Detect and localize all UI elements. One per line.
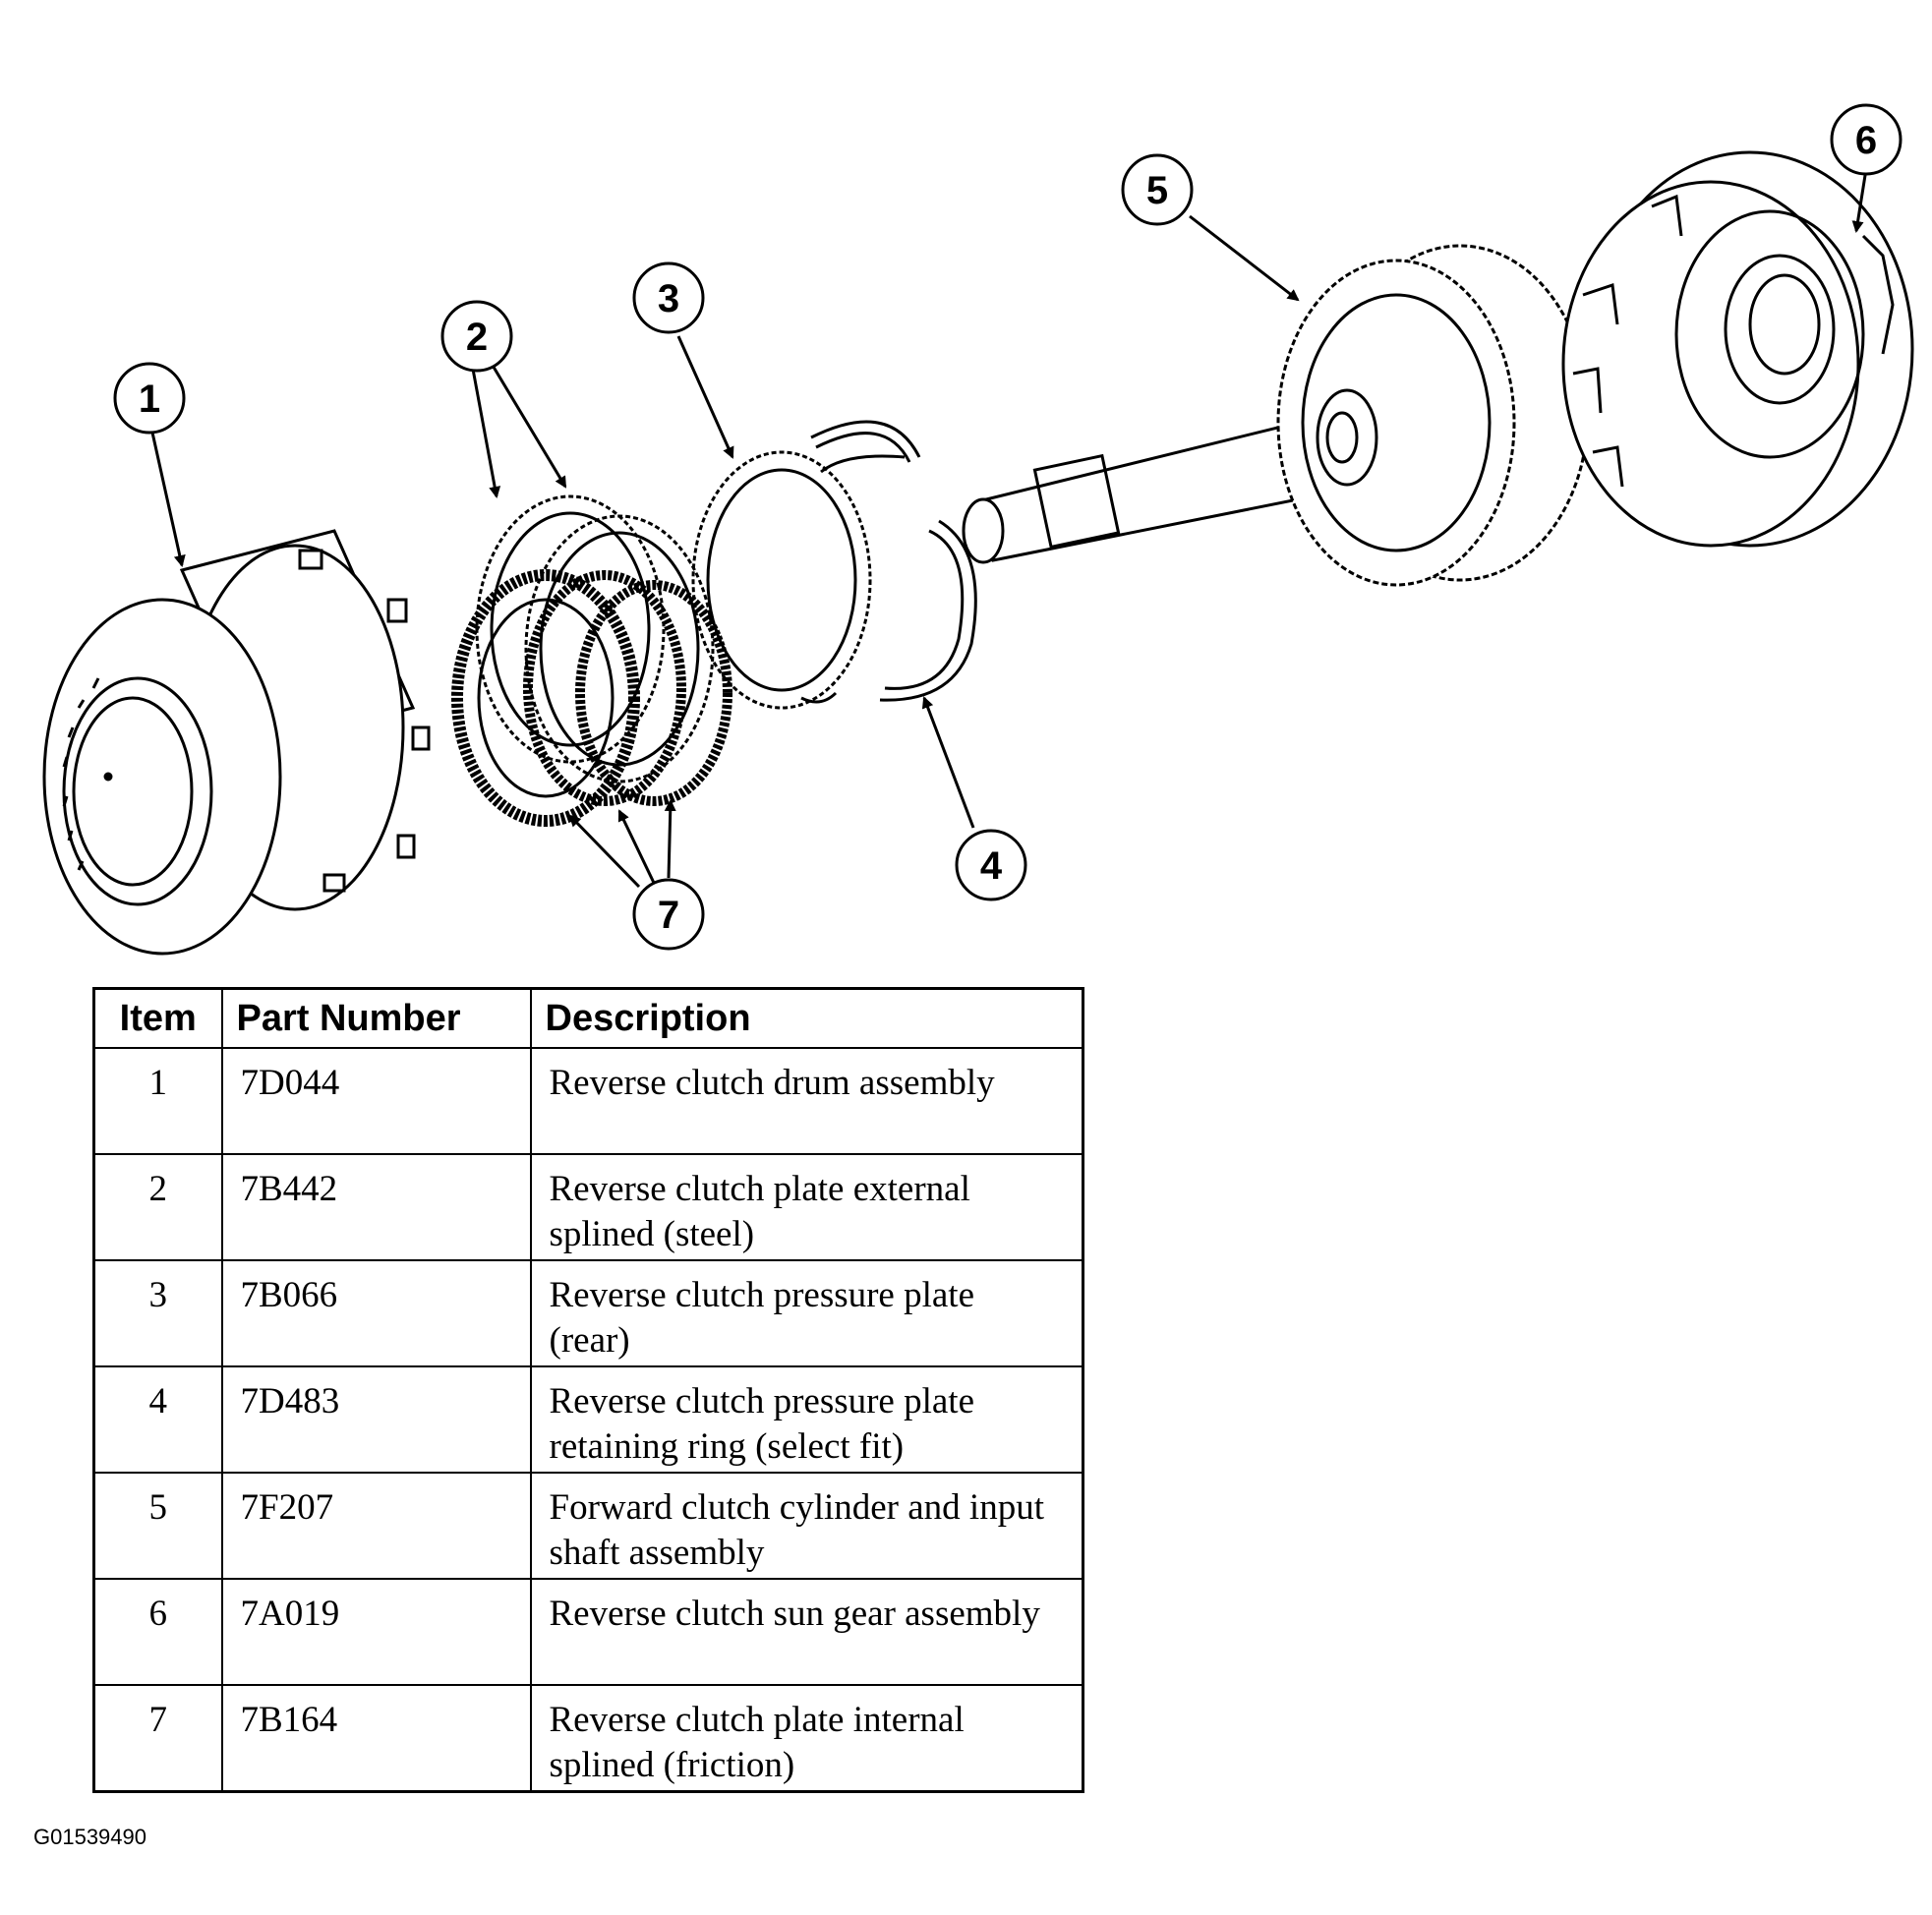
retaining-ring	[810, 420, 977, 702]
header-part-number: Part Number	[220, 987, 532, 1049]
table-row: 1 7D044 Reverse clutch drum assembly	[92, 1047, 1084, 1155]
svg-text:6: 6	[1855, 119, 1877, 162]
description-cell: Reverse clutch drum assembly	[529, 1047, 1084, 1155]
parts-table: Item Part Number Description 1 7D044 Rev…	[92, 987, 1084, 1793]
svg-text:4: 4	[980, 844, 1003, 888]
item-cell: 5	[92, 1472, 223, 1580]
callout-6: 6	[1830, 103, 1903, 176]
description-cell: Reverse clutch sun gear assembly	[529, 1578, 1084, 1686]
callout-3: 3	[632, 261, 705, 334]
part-number-cell: 7B066	[220, 1259, 532, 1367]
description-cell: Reverse clutch plate internal splined (f…	[529, 1684, 1084, 1792]
svg-text:5: 5	[1146, 169, 1168, 212]
table-row: 6 7A019 Reverse clutch sun gear assembly	[92, 1578, 1084, 1686]
clutch-plate-stack	[451, 494, 732, 827]
pressure-plate	[691, 450, 906, 710]
part-number-cell: 7A019	[220, 1578, 532, 1686]
description-cell: Reverse clutch pressure plate (rear)	[529, 1259, 1084, 1367]
callout-2: 2	[440, 300, 513, 373]
reverse-clutch-drum	[42, 529, 431, 956]
callout-5: 5	[1121, 153, 1194, 226]
item-cell: 4	[92, 1365, 223, 1474]
callout-1: 1	[113, 362, 186, 435]
item-cell: 3	[92, 1259, 223, 1367]
part-number-cell: 7F207	[220, 1472, 532, 1580]
callout-4: 4	[955, 829, 1027, 901]
table-row: 7 7B164 Reverse clutch plate internal sp…	[92, 1684, 1084, 1792]
item-cell: 2	[92, 1153, 223, 1261]
header-item: Item	[92, 987, 223, 1049]
svg-text:3: 3	[658, 277, 679, 320]
item-cell: 6	[92, 1578, 223, 1686]
svg-text:7: 7	[658, 894, 679, 937]
description-cell: Reverse clutch pressure plate retaining …	[529, 1365, 1084, 1474]
table-row: 3 7B066 Reverse clutch pressure plate (r…	[92, 1259, 1084, 1367]
figure-id: G01539490	[33, 1825, 146, 1849]
callout-7: 7	[632, 878, 705, 951]
table-row: 2 7B442 Reverse clutch plate external sp…	[92, 1153, 1084, 1261]
input-shaft-assembly	[962, 244, 1590, 587]
table-row: 5 7F207 Forward clutch cylinder and inpu…	[92, 1472, 1084, 1580]
svg-text:1: 1	[139, 377, 160, 421]
svg-text:2: 2	[466, 316, 488, 359]
part-number-cell: 7D483	[220, 1365, 532, 1474]
header-description: Description	[529, 987, 1084, 1049]
table-header-row: Item Part Number Description	[92, 987, 1084, 1049]
item-cell: 7	[92, 1684, 223, 1792]
table-row: 4 7D483 Reverse clutch pressure plate re…	[92, 1365, 1084, 1474]
part-number-cell: 7B164	[220, 1684, 532, 1792]
description-cell: Forward clutch cylinder and input shaft …	[529, 1472, 1084, 1580]
part-number-cell: 7B442	[220, 1153, 532, 1261]
item-cell: 1	[92, 1047, 223, 1155]
exploded-view-diagram: 1 2 3 4 5 6 7	[42, 103, 1914, 956]
description-cell: Reverse clutch plate external splined (s…	[529, 1153, 1084, 1261]
leader-arrows	[150, 168, 1868, 889]
sun-gear-assembly	[1561, 150, 1914, 548]
part-number-cell: 7D044	[220, 1047, 532, 1155]
